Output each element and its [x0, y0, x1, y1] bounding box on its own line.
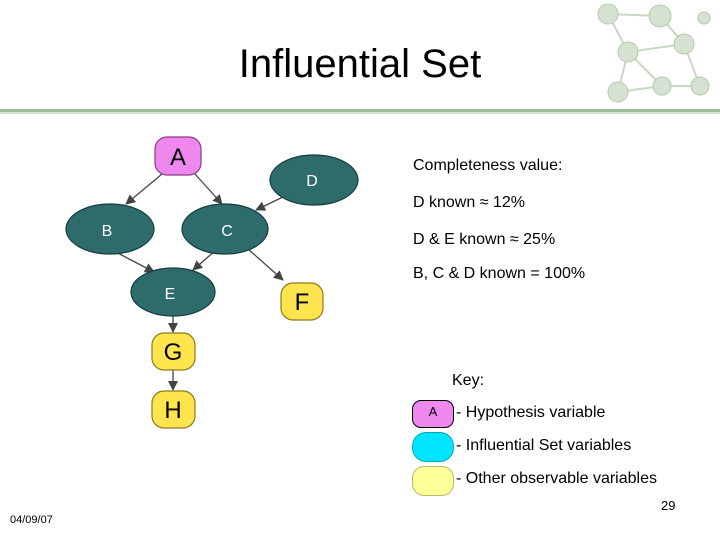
node-f: F — [280, 282, 324, 321]
edge-D-C — [255, 195, 286, 211]
key-heading: Key: — [452, 372, 485, 389]
key-item-observable: - Other observable variables — [456, 470, 657, 487]
completeness-line-d: D known ≈ 12% — [413, 194, 525, 211]
node-d: D — [269, 154, 359, 206]
slide-date: 04/09/07 — [10, 514, 53, 526]
edge-C-F — [247, 248, 284, 281]
completeness-line-de: D & E known ≈ 25% — [413, 231, 556, 248]
key-item-influential: - Influential Set variables — [456, 437, 632, 454]
title-divider-light — [0, 112, 720, 114]
node-e-label: E — [165, 286, 176, 303]
completeness-line-bcd: B, C & D known = 100% — [413, 265, 586, 282]
node-c: C — [181, 203, 269, 255]
node-a-label: A — [170, 144, 186, 171]
page-number: 29 — [661, 498, 676, 513]
key-item-hypothesis: - Hypothesis variable — [456, 404, 606, 421]
slide-title: Influential Set — [238, 42, 482, 86]
completeness-heading: Completeness value: — [413, 157, 563, 174]
key-swatch-influential — [412, 432, 454, 462]
edge-A-C — [194, 173, 223, 205]
node-b: B — [65, 203, 155, 255]
edge-A-B — [125, 173, 163, 205]
node-f-label: F — [295, 289, 310, 316]
key-swatch-observable — [412, 466, 454, 496]
title-divider — [0, 109, 720, 112]
node-g: G — [151, 332, 196, 371]
node-e: E — [130, 267, 216, 317]
node-d-label: D — [306, 173, 318, 190]
key-swatch-hypothesis-label: A — [428, 404, 438, 419]
key-swatch-hypothesis: A — [412, 400, 454, 428]
node-b-label: B — [102, 223, 113, 240]
node-c-label: C — [221, 223, 233, 240]
node-g-label: G — [164, 339, 183, 366]
node-h-label: H — [164, 397, 181, 424]
node-a: A — [154, 136, 202, 176]
network-logo-icon — [597, 3, 711, 103]
node-h: H — [151, 390, 196, 429]
